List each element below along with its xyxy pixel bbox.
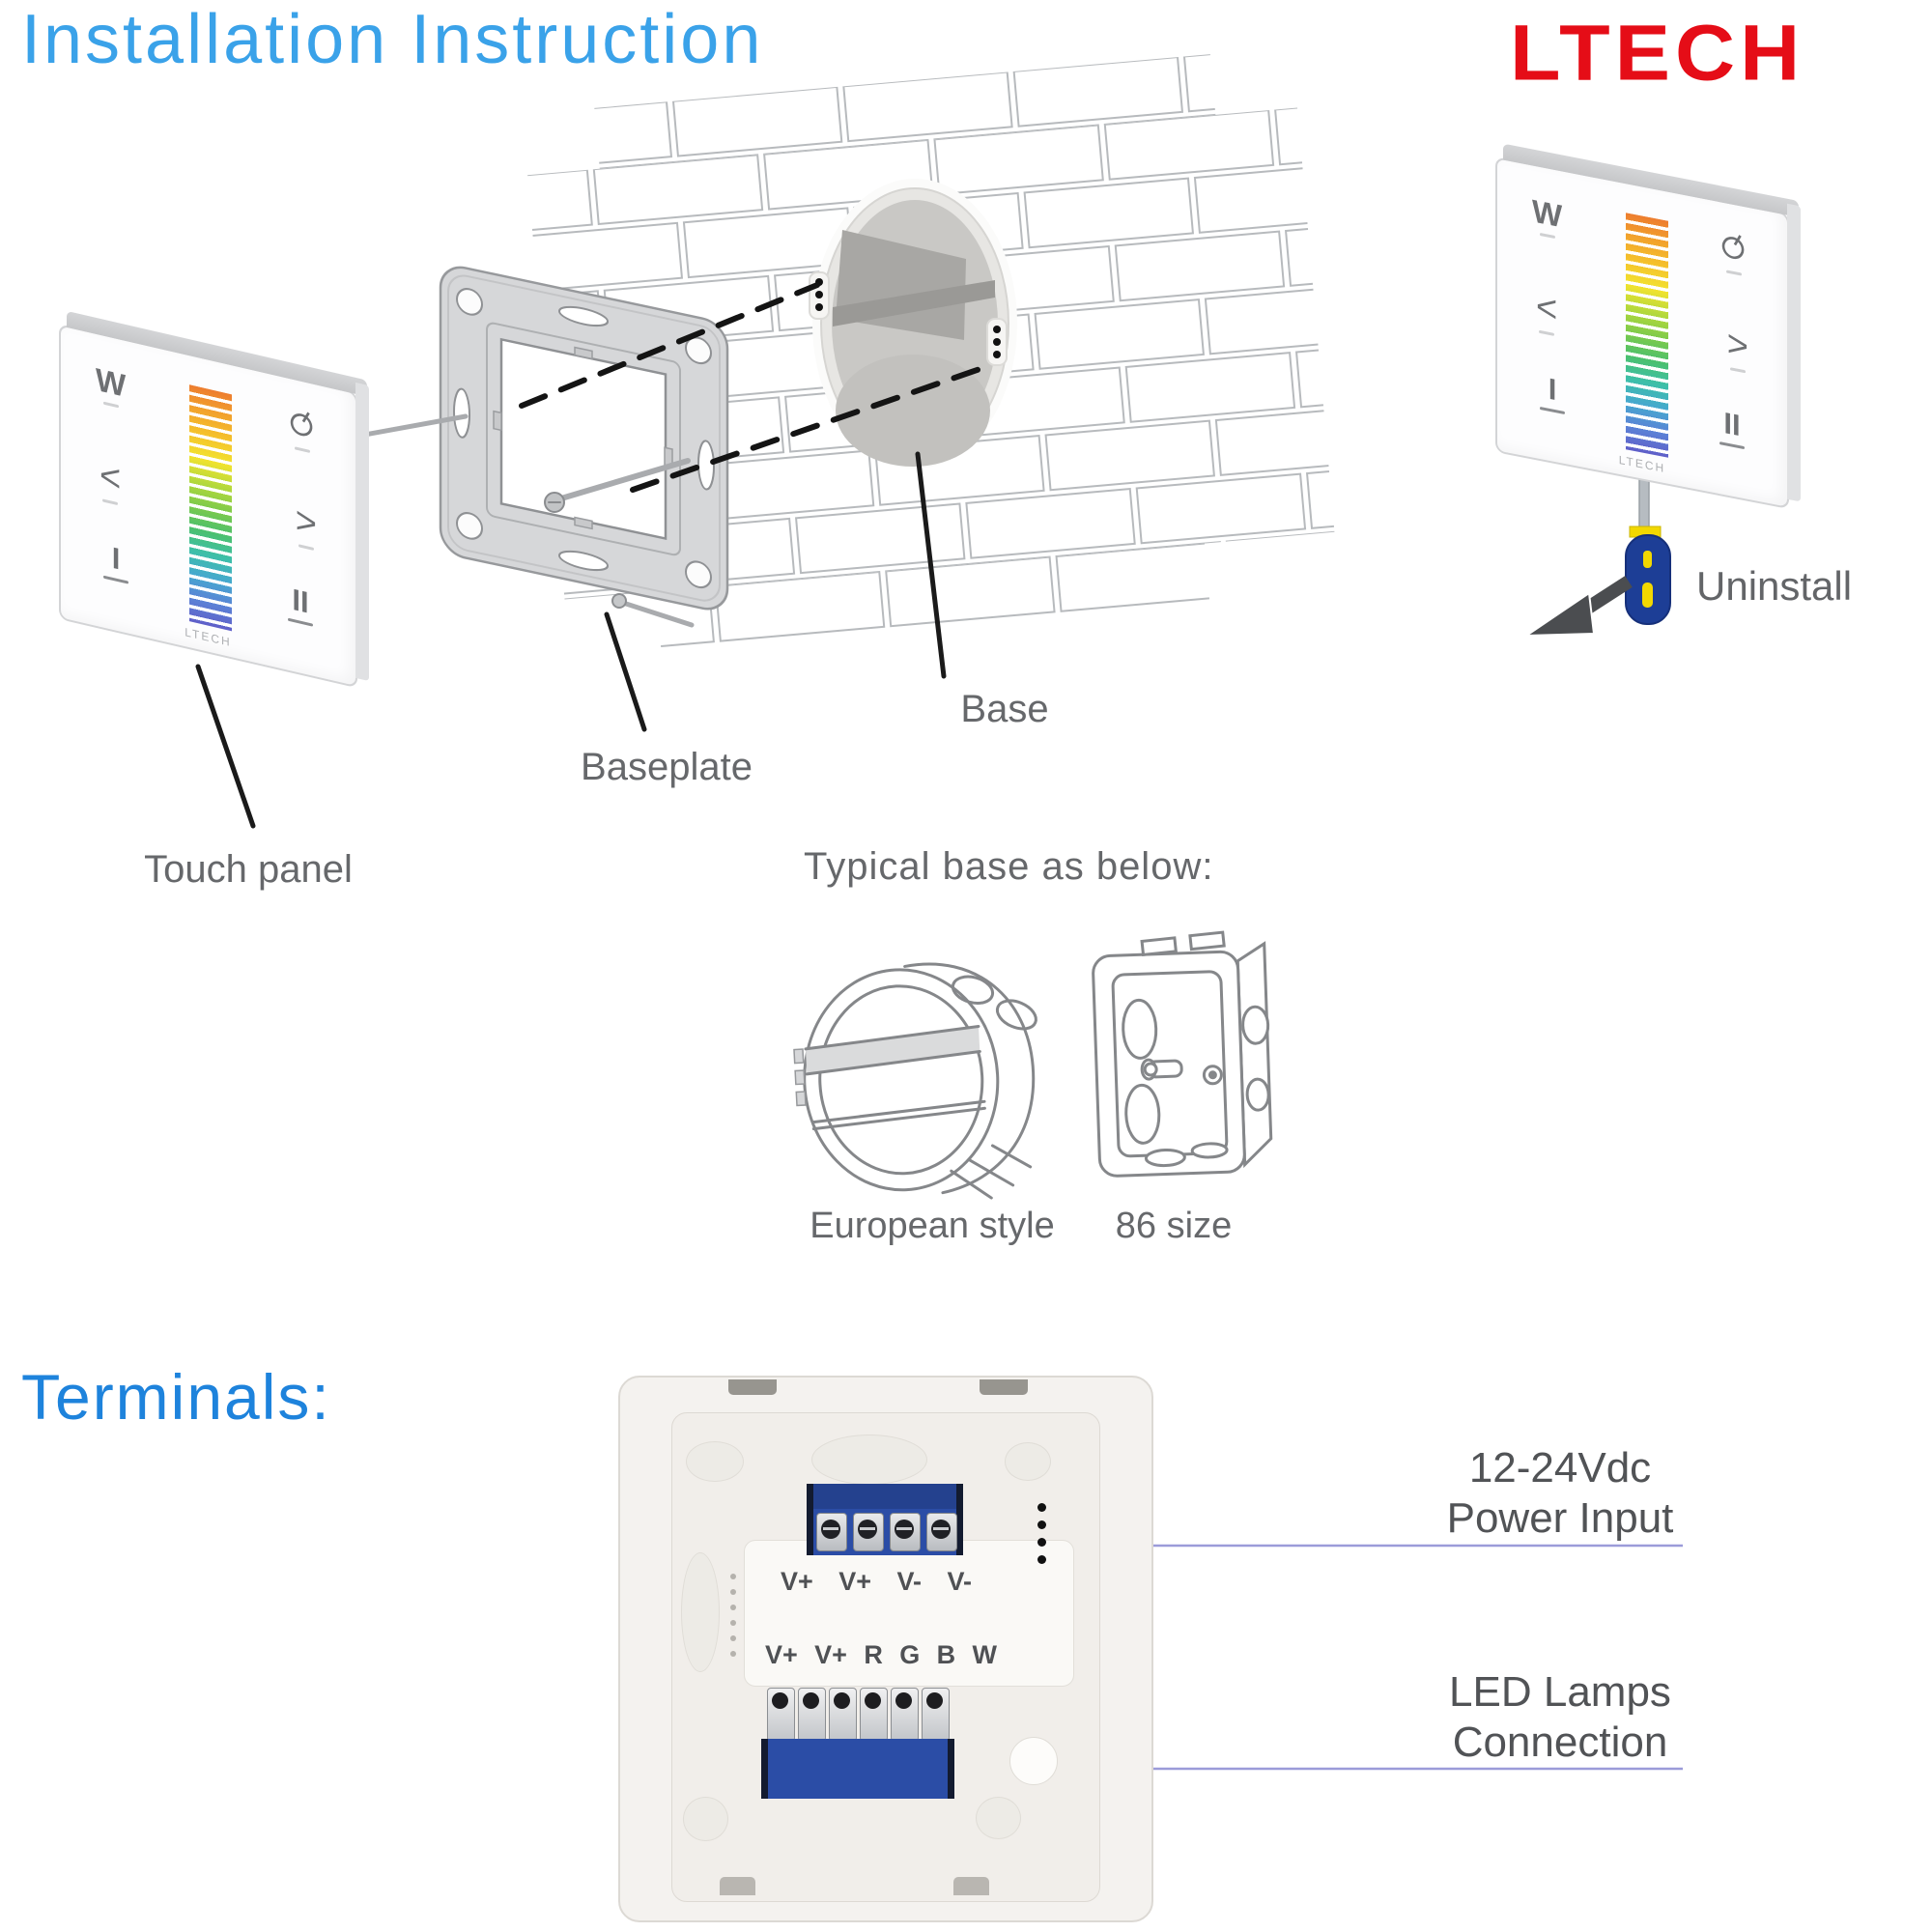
color-slider-bar	[189, 384, 232, 632]
bottom-notch	[720, 1877, 755, 1895]
alignment-dashes	[519, 282, 988, 493]
terminal-edge	[807, 1484, 813, 1555]
ltech-logo: LTECH	[1510, 9, 1805, 98]
dot-column	[1037, 1503, 1046, 1564]
terminal-label: V+	[814, 1640, 847, 1669]
touch-panel-label: Touch panel	[144, 848, 353, 891]
boss	[1005, 1442, 1051, 1481]
next-icon: >	[1727, 324, 1748, 374]
european-style-label: European style	[810, 1206, 1055, 1246]
bottom-notch	[953, 1877, 989, 1895]
prev-icon: <	[99, 455, 121, 506]
prev-icon: <	[1536, 286, 1557, 336]
size86-label: 86 size	[1115, 1206, 1233, 1246]
power-terminal-block	[807, 1484, 963, 1555]
base-label: Base	[960, 688, 1049, 730]
terminal-label: V-	[896, 1567, 923, 1596]
terminal-label: R	[864, 1640, 883, 1669]
terminal-label: V+	[781, 1567, 813, 1596]
terminal-screw	[890, 1513, 921, 1551]
next-icon: >	[296, 500, 317, 552]
boss	[976, 1797, 1021, 1839]
screwdriver	[1522, 430, 1671, 638]
size86-base-drawing	[1092, 930, 1273, 1178]
baseplate-drawing	[439, 266, 729, 611]
scene1-icon: I	[103, 541, 128, 584]
terminal-screw	[829, 1688, 857, 1742]
annotation-line: LED Lamps	[1449, 1668, 1671, 1716]
power-input-annotation: 12-24Vdc Power Input	[1401, 1443, 1719, 1544]
terminal-strip	[807, 1484, 963, 1509]
boss	[1009, 1737, 1058, 1785]
terminal-screw	[767, 1688, 795, 1742]
color-slider-bar	[1626, 213, 1668, 458]
terminal-edge	[956, 1484, 963, 1555]
top-notch	[980, 1379, 1028, 1395]
terminal-label: G	[899, 1640, 921, 1669]
terminal-label: W	[972, 1640, 997, 1669]
led-connection-annotation: LED Lamps Connection	[1401, 1667, 1719, 1768]
boss	[811, 1435, 927, 1485]
terminal-screw	[860, 1688, 888, 1742]
terminals-heading: Terminals:	[21, 1361, 331, 1433]
white-channel-icon: W	[1532, 192, 1562, 240]
terminal-label: V+	[765, 1640, 798, 1669]
boss	[686, 1441, 744, 1482]
terminal-screw	[891, 1688, 919, 1742]
terminal-edge	[948, 1739, 954, 1799]
annotation-line: Power Input	[1446, 1493, 1674, 1542]
terminal-screw	[922, 1688, 950, 1742]
typical-base-heading: Typical base as below:	[804, 845, 1214, 888]
pointer-lines	[195, 451, 947, 829]
baseplate-label: Baseplate	[581, 746, 753, 788]
power-icon	[1719, 227, 1748, 277]
terminal-screw	[798, 1688, 826, 1742]
panel-back-view: V+ V+ V- V- V+ V+ R G B W	[618, 1376, 1153, 1922]
led-terminal-block	[761, 1739, 954, 1799]
scene2-icon: II	[1719, 406, 1745, 450]
page-title: Installation Instruction	[21, 1, 764, 78]
terminal-screw	[926, 1513, 957, 1551]
european-base-drawing	[793, 962, 1037, 1200]
annotation-line: 12-24Vdc	[1468, 1444, 1652, 1492]
terminal-label: B	[936, 1640, 956, 1669]
touch-panel-uninstall: W < > I II LTECH	[1495, 156, 1789, 510]
power-icon	[288, 404, 317, 455]
dot-column-small	[730, 1574, 736, 1657]
boss	[681, 1552, 720, 1672]
power-terminal-labels: V+ V+ V- V-	[781, 1567, 972, 1597]
boss	[683, 1797, 728, 1841]
white-channel-icon: W	[96, 361, 126, 410]
scene1-icon: I	[1540, 372, 1565, 414]
terminal-screw	[853, 1513, 884, 1551]
annotation-line: Connection	[1452, 1718, 1668, 1766]
top-notch	[728, 1379, 777, 1395]
touch-panel-exploded: W < > I II LTECH	[59, 324, 357, 689]
terminal-label: V+	[838, 1567, 872, 1596]
terminal-label: V-	[947, 1567, 972, 1596]
terminal-screw	[816, 1513, 847, 1551]
terminal-edge	[761, 1739, 768, 1799]
wall-hole-base	[809, 179, 1017, 469]
terminal-label-plate	[744, 1540, 1074, 1687]
output-terminal-labels: V+ V+ R G B W	[765, 1640, 997, 1670]
uninstall-label: Uninstall	[1696, 563, 1853, 609]
mounting-screws	[355, 413, 695, 628]
scene2-icon: II	[288, 582, 313, 627]
